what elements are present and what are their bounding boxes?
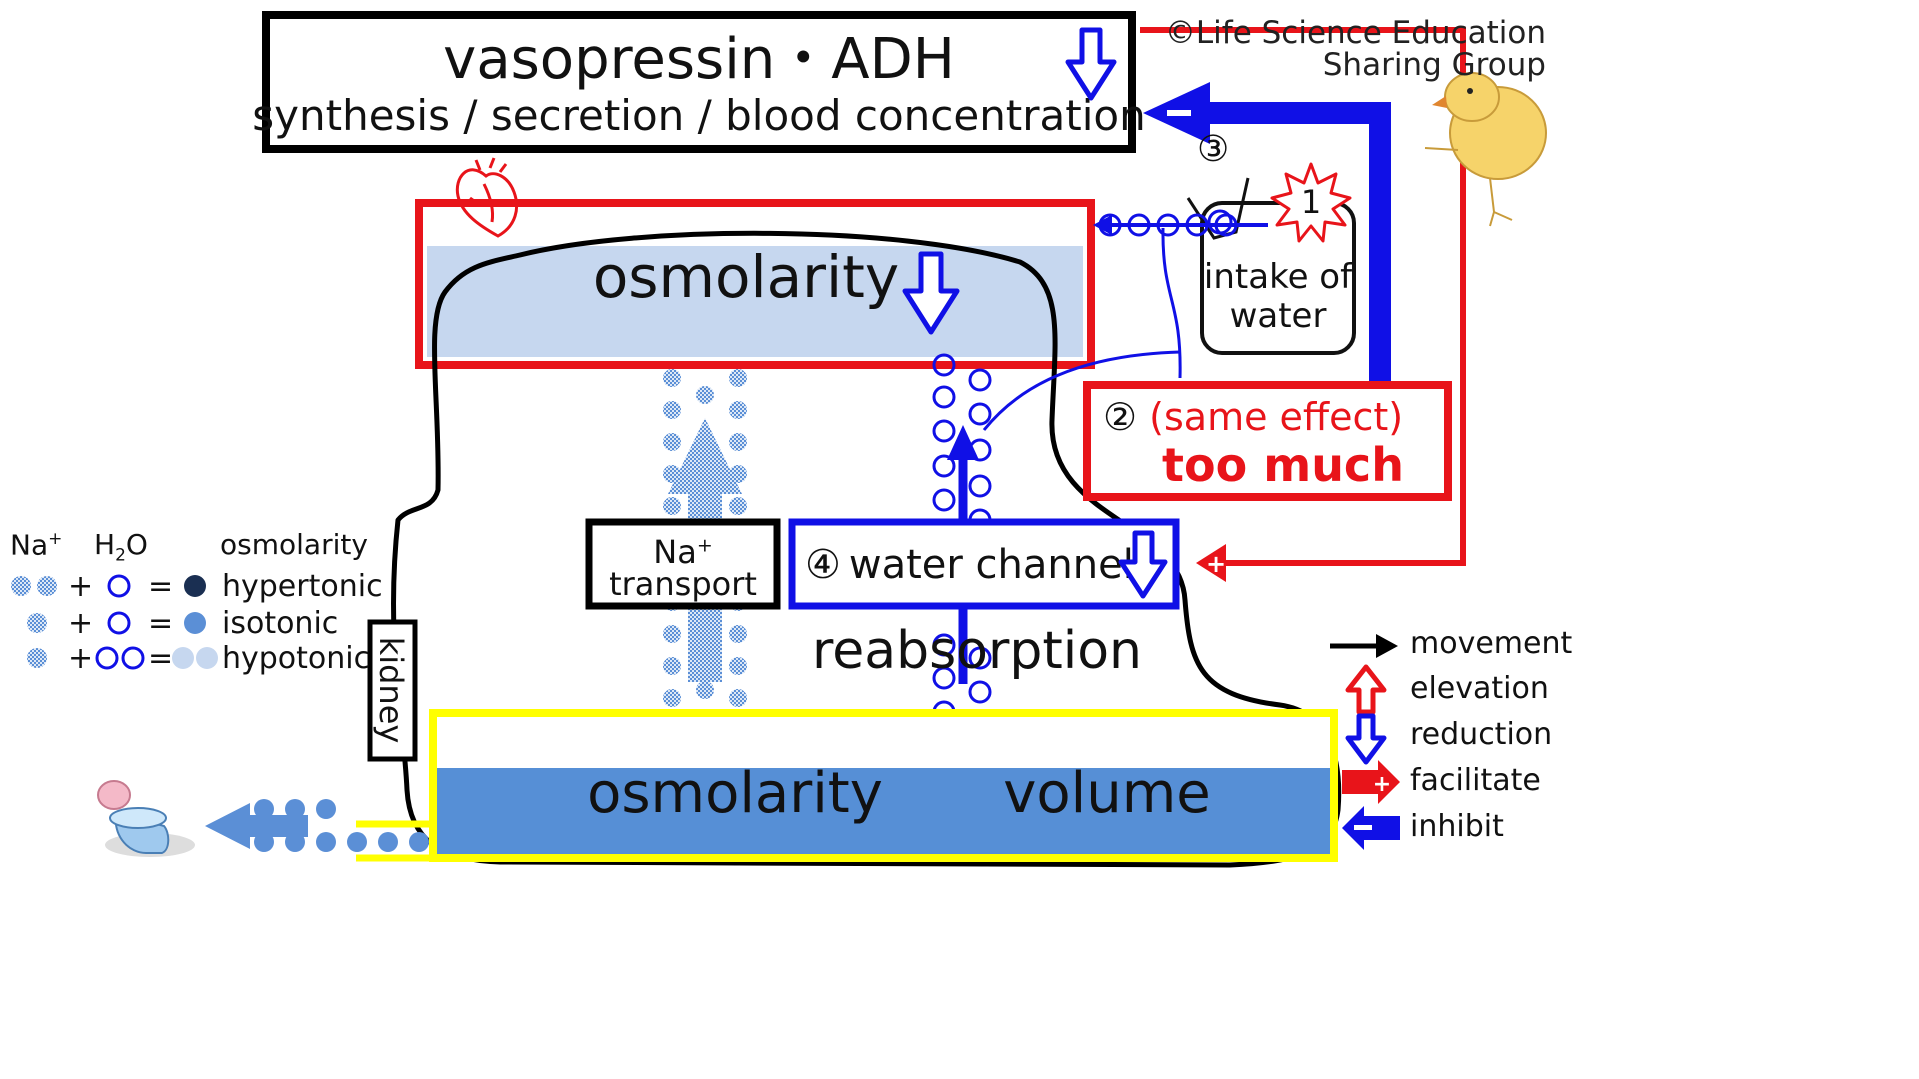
inhibit-minus-icon [1167,110,1191,116]
legend-equals-2: = [148,606,174,641]
reabsorption-label: reabsorption [812,621,1142,681]
legend-row-hypertonic [11,574,206,598]
arrow-legend-icons: + [1330,634,1400,850]
chick-icon [1424,72,1547,227]
legend-header-h2o-sub: 2 [115,545,126,566]
facilitate-arrowhead-icon [1196,544,1226,582]
step2-line: ② (same effect) [1103,398,1403,436]
step4-marker: ④ [805,542,841,588]
legend-header-osmolarity: osmolarity [220,528,368,561]
blood-plasma-fill [427,246,1083,357]
hollow-down-arrow-icon [1345,713,1387,765]
legend-header-na-sup: + [48,529,63,549]
facilitate-feedback-line [1140,27,1466,566]
legend-label-movement: movement [1410,626,1573,661]
toilet-icon [97,780,195,857]
blood-osmolarity-reduction-icon [902,251,960,335]
legend-label-hypertonic: hypertonic [222,569,383,604]
kidney-label: kidney [372,637,410,744]
credit-line1: ©Life Science Education [1164,15,1546,51]
legend-header-h2o-h: H [94,528,116,561]
na-transport-sup: + [696,534,713,557]
water-intake-label-line1: intake of [1203,257,1353,297]
water-channel-text: water channel [849,542,1134,588]
na-transport-line1: Na+ [653,536,712,568]
hormone-title: vasopressin・ADH [443,27,955,92]
hollow-up-arrow-icon [1345,664,1387,715]
urine-outflow-arrow-icon [205,803,308,849]
step3-marker: ③ [1197,129,1230,170]
legend-label-reduction: reduction [1410,717,1553,752]
step2-marker: ② [1103,395,1138,439]
legend-plus-1: + [68,569,94,604]
svg-text:+: + [1373,772,1391,797]
legend-row-isotonic [27,611,206,635]
minus-arrow-icon [1342,806,1400,850]
hormone-subtitle: synthesis / secretion / blood concentrat… [252,91,1145,140]
legend-row-hypotonic [27,646,218,670]
blood-osmolarity-label: osmolarity [593,243,899,311]
na-transport-box [585,518,781,610]
urine-osmolarity-label: osmolarity [587,761,883,826]
water-channel-box [788,518,1180,610]
kidney-label-box [367,619,418,762]
legend-equals-1: = [148,569,174,604]
legend-header-na: Na+ [10,531,62,559]
legend-plus-3: + [68,641,94,676]
step1-burst-icon [1270,162,1352,243]
legend-header-h2o-o: O [125,528,148,561]
too-much-box [1083,381,1452,501]
legend-label-elevation: elevation [1410,671,1549,706]
legend-header-na-text: Na [10,528,49,562]
hypotonic-result-dot [172,647,194,669]
legend-label-facilitate: facilitate [1410,763,1541,798]
legend-plus-2: + [68,606,94,641]
urine-fill [437,768,1330,854]
isotonic-result-dot [184,612,206,634]
water-reabsorption-arrowhead-icon [947,425,979,460]
black-arrow-icon [1330,634,1398,658]
legend-label-inhibit: inhibit [1410,809,1504,844]
plus-arrow-icon: + [1342,760,1400,804]
urine-volume-label: volume [1003,761,1210,826]
too-much-label: too much [1162,438,1404,492]
legend-label-isotonic: isotonic [222,606,339,641]
facilitate-plus-icon: + [1206,550,1226,578]
legend-label-hypotonic: hypotonic [222,641,371,676]
na-transport-na: Na [653,533,697,571]
step2-note: (same effect) [1149,395,1404,439]
water-channel-reduction-icon [1118,530,1168,599]
heart-icon [455,157,519,238]
hormone-reduction-icon [1065,27,1117,101]
intake-to-too-much-line [1161,227,1182,379]
composition-legend [11,574,218,670]
hormone-box [262,11,1136,153]
na-transport-line2: transport [609,565,757,603]
inhibit-feedback-line [1205,102,1391,384]
too-much-to-reabsorption-line [982,350,1181,431]
legend-equals-3: = [148,641,174,676]
legend-header-h2o: H2O [94,531,148,565]
step1-marker: 1 [1300,183,1322,221]
hypertonic-result-dot [184,575,206,597]
water-intake-label-line2: water [1229,296,1327,336]
credit-line2: Sharing Group [1322,47,1546,83]
intake-arrowhead-icon [1093,215,1112,235]
kidney-outline [391,230,1342,868]
